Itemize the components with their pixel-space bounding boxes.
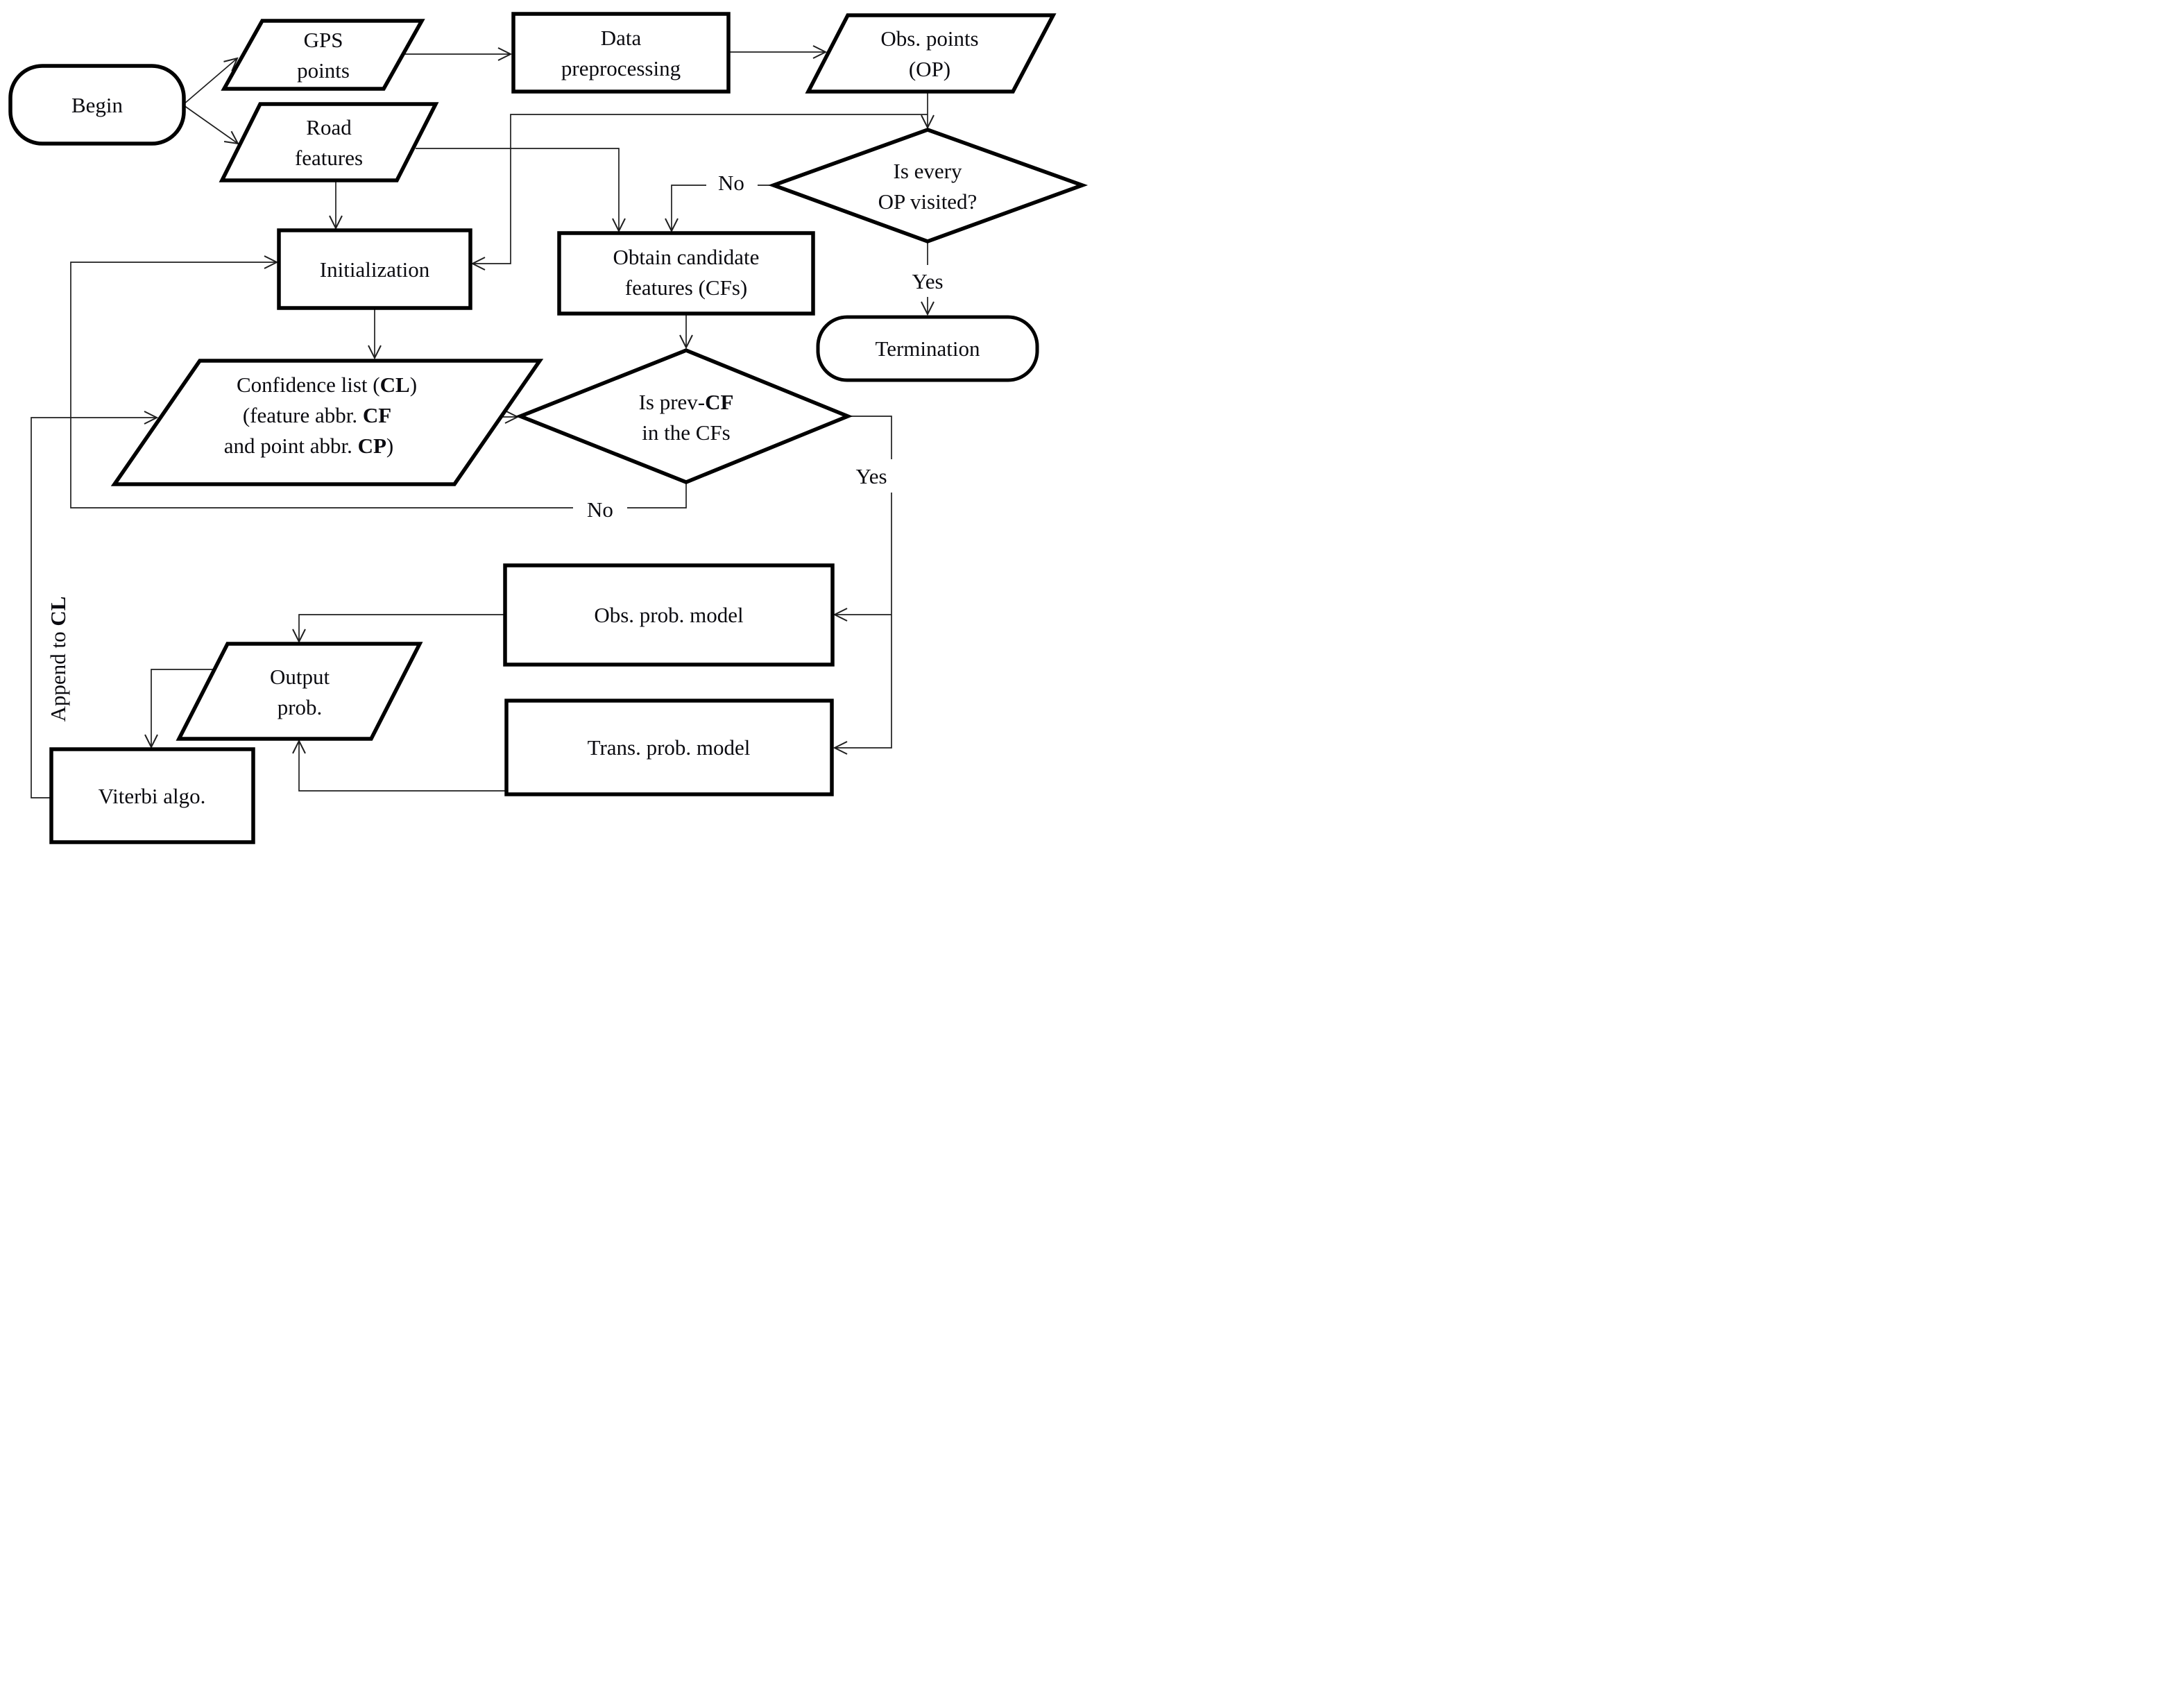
- prev-cf-decision-line1: Is prev-CF: [639, 390, 734, 414]
- prev-cf-no-label: No: [587, 497, 613, 522]
- trans-prob-model-label: Trans. prob. model: [588, 735, 751, 760]
- gps-points-label-line2: points: [297, 58, 350, 83]
- obtain-candidate-label-line1: Obtain candidate: [613, 245, 760, 269]
- confidence-list-line1: Confidence list (CL): [237, 373, 417, 397]
- prev-cf-decision-node: [515, 348, 853, 484]
- output-prob-node: [176, 642, 423, 741]
- obs-prob-model-node: [503, 563, 835, 667]
- confidence-list-line3: and point abbr. CP): [224, 434, 394, 458]
- op-visited-no-label-bg: [706, 166, 758, 198]
- gps-points-node: [221, 19, 425, 91]
- append-to-cl-label: Append to CL: [46, 597, 70, 722]
- op-visited-decision-line1: Is every: [894, 159, 962, 183]
- prev-cf-no-label-bg: [573, 493, 627, 526]
- obs-prob-model-label: Obs. prob. model: [594, 603, 743, 627]
- road-features-label-line1: Road: [306, 115, 352, 139]
- output-prob-label-line1: Output: [270, 665, 330, 689]
- road-features-node: [219, 102, 439, 182]
- trans-prob-model-node: [504, 699, 834, 796]
- viterbi-algo-node: [49, 747, 255, 844]
- obtain-candidate-node: [557, 231, 815, 316]
- begin-label: Begin: [71, 93, 123, 117]
- edge-begin-to-gps-points: [183, 58, 237, 105]
- road-features-label-line2: features: [295, 146, 363, 170]
- op-visited-yes-label: Yes: [912, 269, 943, 293]
- flowchart-page: Begin GPS points Data preprocessing Obs.…: [0, 0, 1092, 850]
- data-preprocessing-label-line2: preprocessing: [561, 56, 681, 80]
- op-visited-decision-line2: OP visited?: [878, 189, 978, 214]
- edge-road-features-to-obtain-candidate: [416, 148, 619, 231]
- output-prob-label-line2: prob.: [278, 695, 323, 719]
- obs-points-label-line1: Obs. points: [880, 26, 978, 51]
- op-visited-decision-node: [767, 128, 1089, 243]
- op-visited-yes-label-bg: [902, 265, 953, 297]
- viterbi-algo-label: Viterbi algo.: [99, 784, 206, 808]
- edge-trans-prob-model-to-output-prob: [299, 741, 506, 792]
- prev-cf-yes-label-bg: [848, 459, 896, 493]
- edge-prev-cf-no-loop-to-initialization: [70, 262, 687, 508]
- edge-begin-to-road-features: [183, 105, 238, 144]
- data-preprocessing-label-line1: Data: [601, 26, 642, 50]
- prev-cf-decision-line2: in the CFs: [642, 420, 730, 445]
- obs-points-node: [805, 13, 1057, 94]
- edge-output-prob-to-viterbi: [151, 669, 214, 747]
- termination-label: Termination: [875, 336, 980, 361]
- initialization-node: [277, 228, 472, 310]
- flowchart-canvas: Begin GPS points Data preprocessing Obs.…: [8, 12, 1089, 844]
- edge-prev-cf-yes-to-trans-prob-model: [835, 416, 892, 748]
- termination-node: [816, 315, 1039, 382]
- edge-op-line-to-initialization: [472, 114, 928, 264]
- edge-viterbi-append-to-confidence-list: [31, 418, 157, 798]
- data-preprocessing-node: [511, 12, 731, 94]
- confidence-list-node: [110, 359, 544, 486]
- confidence-list-line2: (feature abbr. CF: [243, 403, 391, 427]
- obtain-candidate-label-line2: features (CFs): [625, 275, 747, 300]
- gps-points-label-line1: GPS: [304, 28, 343, 52]
- obs-points-label-line2: (OP): [909, 57, 950, 81]
- prev-cf-yes-label: Yes: [855, 464, 887, 488]
- op-visited-no-label: No: [718, 171, 744, 195]
- edge-obs-prob-model-to-output-prob: [299, 614, 505, 642]
- begin-node: [8, 64, 186, 146]
- initialization-label: Initialization: [320, 257, 430, 282]
